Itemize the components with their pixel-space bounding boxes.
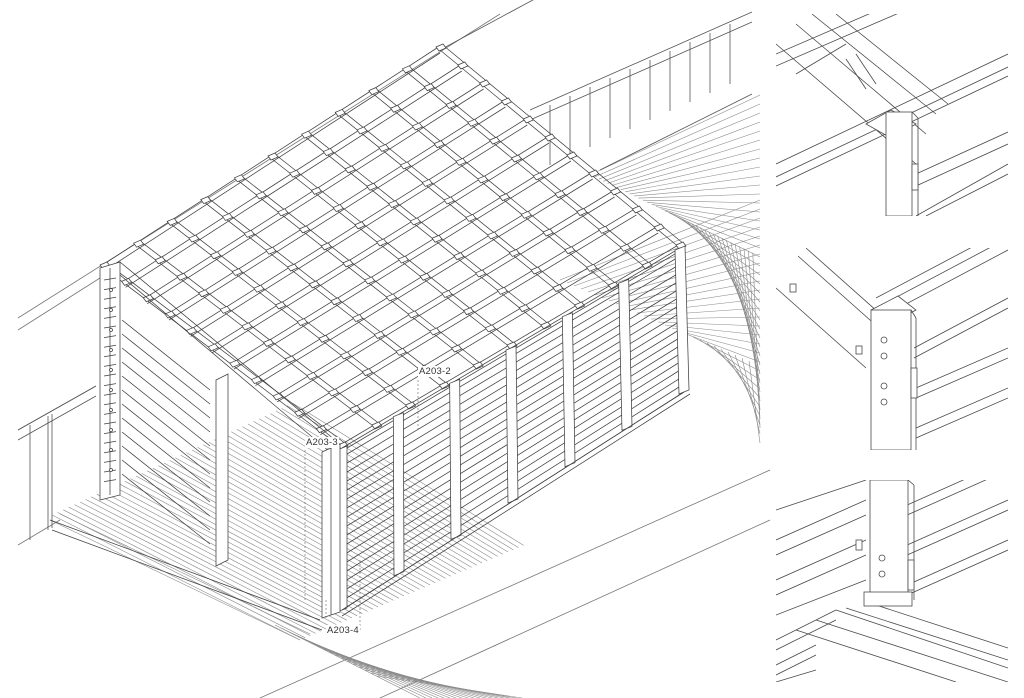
- detail-post-beam-drawing: [776, 248, 1008, 450]
- section-callout-a203-2[interactable]: A203-2: [418, 366, 452, 377]
- detail-roof-joint-drawing: [776, 14, 1008, 216]
- section-callout-a203-3[interactable]: A203-3: [305, 437, 339, 448]
- deck-boards: [50, 95, 760, 698]
- pergola-axonometric-view: [0, 0, 770, 698]
- roof-lattice: [100, 44, 686, 451]
- section-callout-a203-4[interactable]: A203-4: [326, 625, 360, 636]
- detail-post-base: [776, 480, 1008, 682]
- detail-post-base-drawing: [776, 480, 1008, 682]
- detail-post-beam-connection: [776, 248, 1008, 450]
- rear-fence-wall: [18, 0, 752, 540]
- gable-end-frame: [50, 262, 340, 630]
- detail-roof-joint: [776, 14, 1008, 216]
- slatted-side-wall: [337, 246, 690, 616]
- section-cut-lines: [305, 380, 418, 630]
